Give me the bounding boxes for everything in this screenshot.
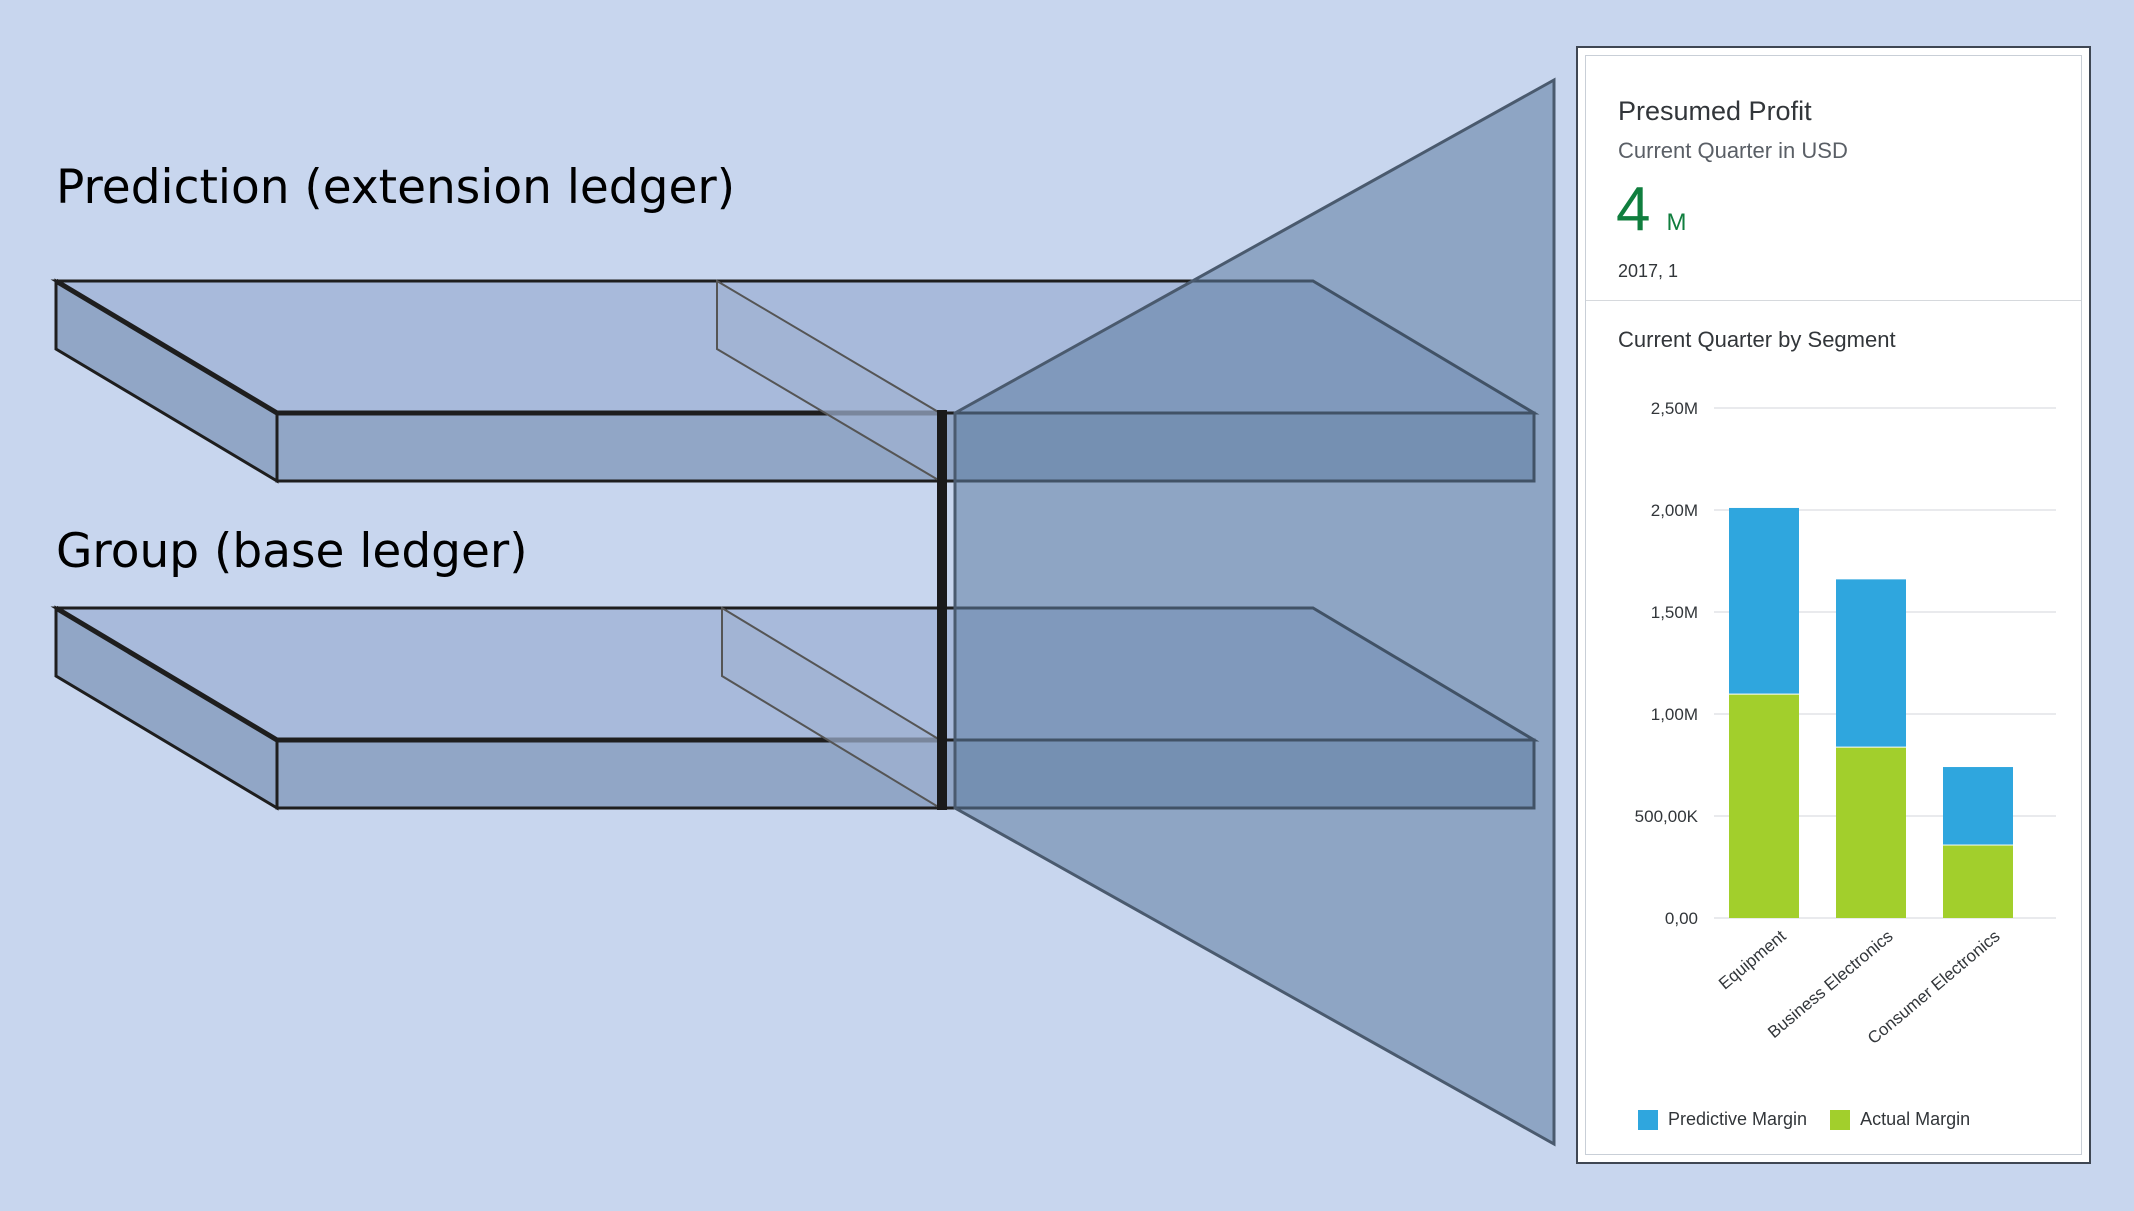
y-tick-label: 0,00 — [1665, 909, 1698, 928]
card-frame: Presumed Profit Current Quarter in USD 4… — [1576, 46, 2091, 1164]
segment-bar-chart: 0,00 500,00K 1,00M 1,50M 2,00M 2,50M Equipment… — [1635, 399, 2056, 1048]
legend-swatch-actual — [1830, 1109, 1851, 1130]
kpi-card[interactable]: Presumed Profit Current Quarter in USD 4… — [1586, 56, 2081, 1154]
x-tick-label: Equipment — [1715, 926, 1790, 993]
card-header[interactable]: Presumed Profit Current Quarter in USD 4… — [1586, 56, 2081, 301]
bar-actual — [1836, 746, 1906, 918]
card-subtitle: Current Quarter in USD — [1618, 138, 1848, 163]
y-tick-label: 500,00K — [1635, 807, 1699, 826]
projection-beam — [953, 77, 1556, 1147]
base-ledger-edge — [54, 605, 279, 743]
y-tick-label: 1,00M — [1651, 705, 1698, 724]
kpi-unit: M — [1666, 209, 1687, 236]
chart-legend: Predictive Margin Actual Margin — [1638, 1109, 1988, 1135]
bar-predictive — [1836, 579, 1906, 747]
legend-item-actual[interactable]: Actual Margin — [1830, 1109, 1970, 1130]
legend-label-actual: Actual Margin — [1860, 1109, 1971, 1129]
legend-label-predictive: Predictive Margin — [1668, 1109, 1808, 1129]
chart-title: Current Quarter by Segment — [1618, 327, 1896, 352]
bar-predictive — [1943, 767, 2013, 845]
y-tick-label: 1,50M — [1651, 603, 1698, 622]
kpi-period: 2017, 1 — [1618, 261, 1679, 281]
y-tick-label: 2,50M — [1651, 399, 1698, 418]
bar-predictive — [1729, 507, 1799, 694]
extension-ledger-edge — [54, 278, 279, 416]
bar-actual — [1729, 693, 1799, 918]
kpi-value: 4 — [1616, 175, 1651, 244]
base-ledger-label: Group (base ledger) — [56, 524, 528, 579]
legend-swatch-predictive — [1638, 1109, 1658, 1130]
legend-item-predictive[interactable]: Predictive Margin — [1638, 1109, 1807, 1130]
bar-actual — [1943, 844, 2013, 918]
y-tick-label: 2,00M — [1651, 501, 1698, 520]
extension-ledger-label: Prediction (extension ledger) — [56, 160, 736, 215]
card-title: Presumed Profit — [1618, 96, 1812, 126]
